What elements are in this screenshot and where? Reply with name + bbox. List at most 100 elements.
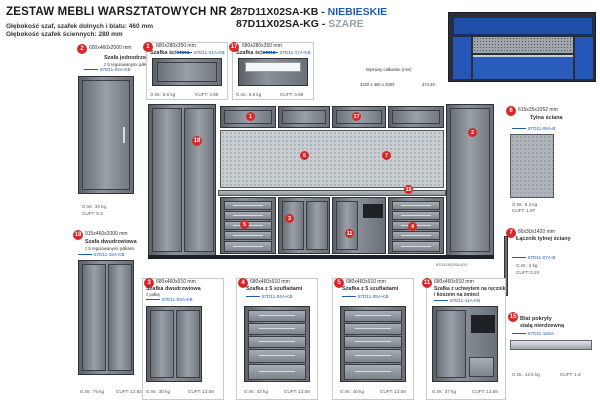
item1-code: 87D11-01A-KB (178, 50, 225, 55)
item4-dims: 680x460x910 mm (250, 279, 290, 285)
assembly-code: 87D11X02SA-KG (436, 262, 468, 267)
item2-dims: 600x460x2000 mm (89, 45, 132, 51)
badge-5: 5 (334, 278, 344, 288)
item2-note: z 5 regulowanymi półkami (104, 62, 154, 67)
assembly-badge-17: 17 (352, 112, 361, 121)
assembly-badge-11: 11 (345, 229, 354, 238)
item4-cuft: CUFT: 13.58 (284, 389, 310, 394)
item2-cuft: CUFT: 9.3 (82, 211, 103, 216)
blue-set-photo (448, 12, 596, 82)
badge-11: 11 (422, 278, 432, 288)
badge-1: 1 (143, 42, 153, 52)
assembly-pegboard (220, 130, 444, 188)
item4-code: 87D11-04A-KB (246, 294, 293, 299)
code-grey-suffix: SZARE (328, 18, 364, 30)
assembly-plinth (148, 255, 494, 259)
assembly-badge-2: 2 (468, 128, 477, 137)
badge-3: 3 (144, 278, 154, 288)
item15-image (510, 340, 592, 350)
assembly-badge-7: 7 (382, 151, 391, 160)
page-title: ZESTAW MEBLI WARSZTATOWYCH NR 2 (6, 6, 237, 18)
overall-dims-label: Wymiary całkowite (mm) (366, 67, 412, 72)
item18-name: Szafa dwudrzwiowa (85, 239, 137, 245)
code-blue: 87D11X02SA-KB - (236, 6, 328, 18)
item17-cuft: CUFT: 3.69 (280, 92, 304, 97)
item18-dims: 915x460x2000 mm (85, 231, 128, 237)
item6-name: Tylna ściana (530, 115, 563, 121)
badge-15: 15 (508, 312, 518, 322)
item17-gw: G.W.: 6.8 kg (236, 92, 262, 97)
item7-cuft: CUFT: 0.24 (516, 270, 540, 275)
item5-cuft: CUFT: 13.58 (380, 389, 406, 394)
item17-code: 87D11-17A-KB (264, 50, 311, 55)
assembly-wall-2 (278, 106, 330, 128)
badge-2: 2 (77, 44, 87, 54)
item11-image (432, 306, 498, 382)
item6-code: 87D11-06A-B (512, 126, 556, 131)
code-grey: 87D11X02SA-KG - (236, 18, 329, 30)
item3-dims: 680x460x910 mm (156, 279, 196, 285)
item5-code: 87D11-05A-KB (342, 294, 389, 299)
item1-name: Szafka ścienna (150, 50, 190, 56)
item17-image (238, 58, 308, 86)
item7-dims: 66x30x1420 mm (518, 229, 555, 235)
badge-4: 4 (238, 278, 248, 288)
badge-7: 7 (506, 228, 516, 238)
item2-name: Szafa jednodrzwiowa (104, 55, 160, 61)
assembly-towel-cabinet (332, 197, 386, 254)
assembly-badge-4: 4 (408, 222, 417, 231)
assembly-drawers-2 (388, 197, 444, 254)
item15-name: Blat pokryty (520, 316, 552, 322)
item17-name: Szafka ścienna (236, 50, 276, 56)
item18-cabinet-image (78, 260, 134, 375)
overall-dims-value: 4220 x 460 x 2000 (360, 82, 395, 87)
assembly-worktop (218, 190, 446, 196)
item15-code: 87D11-15SA (512, 331, 554, 336)
badge-18: 18 (73, 230, 83, 240)
item7-code: 87D11-07A-B (512, 255, 556, 260)
item4-name: Szafka z 5 szufladami (246, 286, 303, 292)
code-grey-line: 87D11X02SA-KG - SZARE (236, 18, 364, 30)
item2-cabinet-image (78, 76, 134, 194)
item4-gw: G.W.: 42 kg (244, 389, 268, 394)
item2-code: 87D11-02A-KB (84, 67, 131, 72)
item7-image (504, 236, 508, 296)
code-blue-line: 87D11X02SA-KB - NIEBIESKIE (236, 6, 387, 18)
assembly-badge-6: 6 (300, 151, 309, 160)
item15-gw: G.W.: 12.5 kg (512, 372, 540, 377)
item11-cuft: CUFT: 13.58 (472, 389, 498, 394)
badge-17: 17 (229, 42, 239, 52)
item3-cuft: CUFT: 13.58 (188, 389, 214, 394)
item3-gw: G.W.: 30 kg (146, 389, 170, 394)
item3-note: z półką (146, 292, 160, 297)
item18-note: z 5 regulowanymi półkami (85, 246, 135, 251)
item15-name2: stalą nierdzewną (520, 323, 565, 329)
assembly-wall-4 (388, 106, 444, 128)
code-blue-suffix: NIEBIESKIE (327, 6, 388, 18)
assembly-double-cabinet (148, 104, 216, 256)
item18-code: 87D11-18A-KB (78, 252, 125, 257)
item2-gw: G.W.: 33 kg (82, 204, 106, 209)
item7-gw: G.W.: 2 kg (516, 263, 538, 268)
item18-cuft: CUFT: 12.82 (116, 389, 142, 394)
item7-name: Łącznik tylnej ściany (516, 236, 571, 242)
item6-gw: G.W.: 5.3 kg (512, 202, 538, 207)
item4-image (244, 306, 310, 382)
assembly-badge-5: 5 (240, 220, 249, 229)
item1-image (152, 58, 222, 86)
item5-name: Szafka z 5 szufladami (342, 286, 399, 292)
item17-dims: 680x280x350 mm (242, 43, 282, 49)
item6-image (510, 134, 554, 198)
item5-image (340, 306, 406, 382)
item6-dims: 615x25x1052 mm (518, 107, 558, 113)
item6-cuft: CUFT: 1.07 (512, 208, 536, 213)
item11-code: 87D11-11A-KB (434, 298, 480, 303)
item1-dims: 680x280x350 mm (156, 43, 196, 49)
assembly-badge-15: 15 (404, 185, 413, 194)
item3-code: 87D11-03A-KB (146, 297, 193, 302)
item11-dims: 680x460x910 mm (434, 279, 474, 285)
item11-note: i koszem na śmieci (434, 292, 480, 298)
assembly-badge-18: 18 (192, 136, 202, 146)
assembly-single-cabinet (446, 104, 494, 256)
item3-image (146, 306, 202, 382)
